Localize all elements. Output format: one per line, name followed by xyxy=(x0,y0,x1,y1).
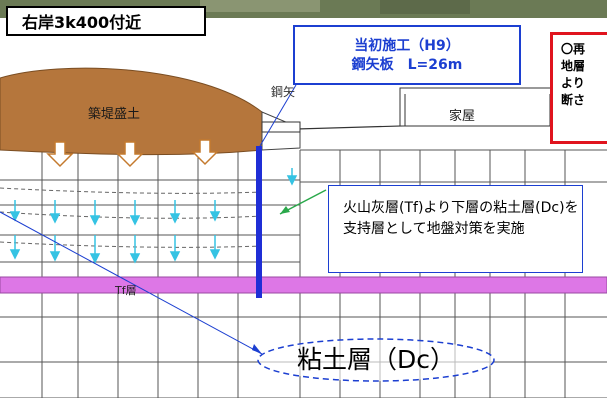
leader-blue-box xyxy=(259,84,297,147)
original-work-line2: 鋼矢板 L=26m xyxy=(351,57,463,73)
steel-sheet-pile xyxy=(256,146,262,298)
embankment-label: 築堤盛土 xyxy=(88,107,141,122)
support-layer-note: 火山灰層(Tf)より下層の粘土層(Dc)を支持層として地盤対策を実施 xyxy=(328,185,583,273)
original-work-line1: 当初施工（H9） xyxy=(354,38,460,54)
red-note-line: 地層 xyxy=(561,59,586,73)
red-note-line: より xyxy=(561,76,585,90)
settlement-curves xyxy=(0,187,263,248)
tf-layer xyxy=(0,276,607,294)
house-label: 家屋 xyxy=(449,109,476,124)
house-outline xyxy=(399,87,556,127)
settlement-arrows xyxy=(9,168,298,264)
leader-clay-label xyxy=(0,211,263,355)
tf-layer-label: Tf層 xyxy=(115,284,137,297)
steel-pile-label: 鋼矢 xyxy=(271,85,296,99)
load-arrows xyxy=(46,139,219,168)
location-label: 右岸3k400付近 xyxy=(6,6,206,36)
clay-layer-ellipse xyxy=(257,338,495,382)
red-note-line: 断さ xyxy=(561,93,586,107)
original-work-box: 当初施工（H9） 鋼矢板 L=26m xyxy=(293,25,521,85)
red-note-line: 〇再 xyxy=(561,42,586,56)
clay-layer-label: 粘土層（Dc） xyxy=(297,345,455,374)
red-note-box: 〇再 地層 より 断さ xyxy=(550,32,607,144)
